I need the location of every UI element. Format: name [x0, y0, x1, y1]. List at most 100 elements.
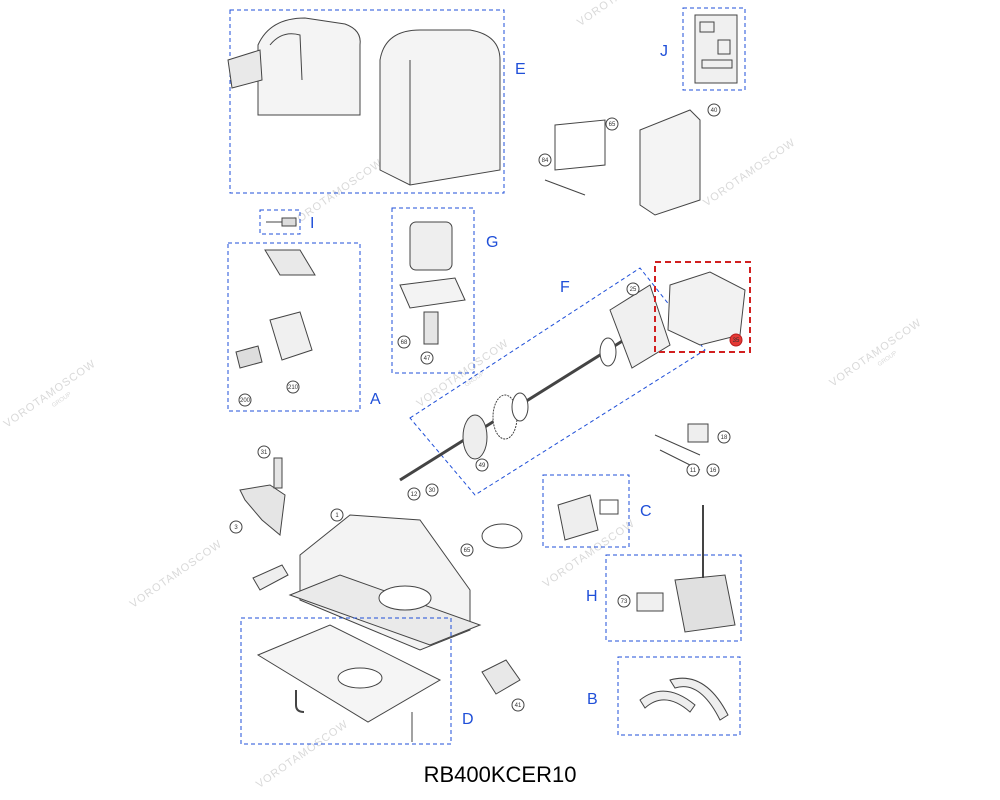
callout-68	[397, 335, 411, 349]
group-b[interactable]: B	[587, 656, 741, 736]
group-h-box	[605, 554, 742, 642]
battery-block-shape	[481, 659, 521, 695]
callout-65b	[460, 543, 474, 557]
callout-35	[729, 333, 743, 347]
group-d-box	[240, 617, 452, 745]
transformer-shape	[674, 574, 736, 633]
part-number-30: 30	[429, 488, 436, 494]
group-j-label: J	[660, 43, 668, 60]
watermark-text: VOROTAMOSCOW	[2, 358, 99, 431]
group-g[interactable]: G 68	[391, 207, 498, 374]
board-component	[717, 39, 731, 55]
group-i[interactable]: I	[259, 209, 314, 235]
callout-49	[475, 458, 489, 472]
group-e-label: E	[515, 61, 526, 78]
bearing-shape	[511, 392, 529, 422]
callout-84	[538, 153, 552, 167]
part-number-41: 41	[515, 703, 522, 709]
watermark-text: VOROTAMOSCOW	[128, 538, 225, 611]
group-c[interactable]: C	[542, 474, 652, 548]
callout-11	[686, 463, 700, 477]
part-number-200: 200	[240, 398, 251, 404]
part-41[interactable]: 41	[481, 659, 525, 712]
control-board-shape	[694, 14, 738, 84]
part-number-210: 210	[288, 385, 299, 391]
cover-front-shape	[269, 33, 303, 81]
group-g-box	[391, 207, 475, 374]
part-number-84: 84	[542, 158, 549, 164]
part-number-3: 3	[234, 525, 238, 531]
watermark-text: VOROTAMOSCOW	[701, 136, 798, 209]
group-f-box	[409, 267, 706, 496]
group-g-label: G	[486, 234, 498, 251]
callout-210	[286, 380, 300, 394]
control-box-shape	[639, 109, 701, 216]
cover-front-shape	[257, 17, 361, 116]
callout-47	[420, 351, 434, 365]
small-block-shape	[252, 564, 289, 591]
group-f-label: F	[560, 279, 570, 296]
part-number-25: 25	[630, 287, 637, 293]
part-number-35: 35	[733, 338, 740, 344]
key-shape	[266, 217, 297, 227]
seal-ring-shape	[481, 523, 523, 549]
group-j[interactable]: J	[660, 7, 746, 91]
base-flange-shape	[288, 574, 482, 646]
group-f[interactable]: F 25 49 30 12	[399, 267, 706, 501]
part-number-11: 11	[690, 468, 697, 474]
anchor-shape	[295, 690, 305, 713]
part-number-68: 68	[401, 340, 408, 346]
highlighted-part-35[interactable]: 35	[654, 261, 751, 353]
bolt-shape	[273, 457, 283, 489]
gear-shape	[462, 414, 488, 460]
callout-65	[605, 117, 619, 131]
part-number-65: 65	[609, 122, 616, 128]
callout-41	[511, 698, 525, 712]
encoder-part	[599, 499, 619, 515]
group-d[interactable]: D	[240, 617, 474, 745]
callout-25	[626, 282, 640, 296]
plate-hole-shape	[337, 667, 383, 689]
callout-18	[717, 430, 731, 444]
terminal-bracket-shape	[554, 119, 606, 171]
part-number-40: 40	[711, 108, 718, 114]
release-lever-shape	[264, 249, 316, 276]
callout-40	[707, 103, 721, 117]
callout-12	[407, 487, 421, 501]
group-e[interactable]: E	[227, 9, 526, 194]
bearing-shape	[599, 337, 617, 367]
worm-screw-shape	[423, 311, 439, 345]
switch-block-shape	[687, 423, 709, 443]
callout-73	[617, 594, 631, 608]
lock-cylinder-shape	[235, 345, 263, 369]
group-j-box	[682, 7, 746, 91]
part-number-16: 16	[710, 468, 717, 474]
motor-shape	[409, 221, 453, 271]
callout-3	[229, 520, 243, 534]
gearmotor-body[interactable]: 1 3 31 65	[229, 445, 523, 651]
group-b-box	[617, 656, 741, 736]
watermark-text: VOROTAMOSCOW	[827, 317, 924, 390]
limit-switch-assembly[interactable]: 18 16 11	[654, 423, 731, 477]
control-box-assembly[interactable]: 40 65 84	[538, 103, 721, 216]
group-h[interactable]: H 73	[586, 505, 742, 642]
part-number-12: 12	[411, 492, 418, 498]
board-terminal	[701, 59, 733, 69]
group-a[interactable]: A 200 210	[227, 242, 381, 412]
part-number-65b: 65	[464, 548, 471, 554]
part-number-31: 31	[261, 450, 268, 456]
group-c-box	[542, 474, 630, 548]
group-a-box	[227, 242, 361, 412]
callout-200	[238, 393, 252, 407]
cover-rear-shape	[379, 29, 501, 186]
group-i-box	[259, 209, 301, 235]
release-housing-shape	[269, 311, 313, 361]
callout-1	[330, 508, 344, 522]
callout-31	[257, 445, 271, 459]
release-handle-shape	[239, 484, 286, 536]
cover-cap-shape	[227, 49, 263, 89]
group-h-label: H	[586, 588, 598, 605]
watermark-text: VOROTAMOSCOW	[415, 337, 512, 410]
part-number-47: 47	[424, 356, 431, 362]
